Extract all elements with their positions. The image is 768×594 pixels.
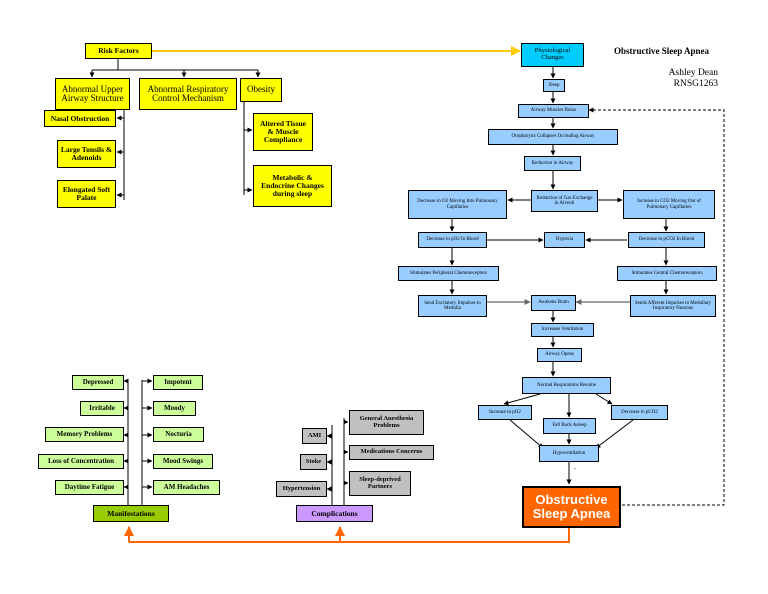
nasal-obstruction-node: Nasal Obstruction [44,110,116,127]
manifest-moody: Moody [153,401,196,416]
complications-node: Complications [296,505,373,522]
awakens-brain-node: Awakens Brain [531,295,576,311]
hypoventilation-node: Hypoventilation [539,445,599,462]
airway-opens-node: Airway Opens [537,348,582,362]
increases-ventilation-node: Increases Ventilation [531,323,594,337]
outcome-arrows [124,526,570,543]
manifest-concentration: Loss of Concentration [38,454,124,469]
manifest-nocturia: Nocturia [153,427,204,442]
metabolic-changes-node: Metabolic & Endocrine Changes during sle… [253,165,332,207]
physiological-changes-node: Physiological Changes [521,43,584,67]
decrease-po2-blood-node: Decrease in pO2 In Blood [418,232,487,248]
increase-co2-moving-node: Increase in CO2 Moving Out of Pulmonary … [623,190,715,219]
risk-connectors [89,59,261,200]
manifest-connectors [123,378,153,505]
manifest-irritable: Irritable [80,401,124,416]
manifest-mood-swings: Mood Swings [153,454,213,469]
comp-connectors [326,418,349,505]
diagram-title: Obstructive Sleep Apnea [614,46,710,56]
feedback-loop-dashed [588,107,725,506]
comp-partners: Sleep-deprived Partners [349,471,411,496]
abnormal-respiratory-node: Abnormal Respiratory Control Mechanism [139,78,237,110]
decrease-pco2-blood-node: Decrease in pCO2 In Blood [628,232,705,248]
decrease-o2-moving-node: Decrease in O2 Moving Into Pulmonary Cap… [408,190,507,219]
reduction-gas-exchange-node: Reduction of Gas Exchange in Alveoli [531,190,598,212]
manifest-depressed: Depressed [72,375,124,390]
elongated-palate-node: Elongated Soft Palate [57,180,116,208]
manifest-headaches: AM Headaches [153,480,220,495]
comp-stoke: Stoke [300,454,327,470]
abnormal-airway-node: Abnormal Upper Airway Structure [55,78,130,110]
comp-hypertension: Hypertension [276,481,327,497]
airway-relax-node: Airway Muscles Relax [518,104,589,118]
manifest-impotent: Impotent [153,375,203,390]
increase-po2-node: Increase in pO2 [478,405,532,420]
physio-connectors [449,67,669,485]
comp-ami: AMI [302,428,327,444]
author-name: Ashley Dean [668,68,718,78]
normal-respirations-node: Normal Respirations Resume [522,377,611,394]
comp-medications: Medications Concerns [349,445,434,460]
decrease-pco2-node: Decrease in pCO2 [611,405,668,420]
author-block: Ashley Dean RNSG1263 [650,68,718,90]
central-chemoreceptors-node: Stimulates Central Chemoreceptors [617,266,717,281]
large-tonsils-node: Large Tonsils & Adenoids [57,140,116,168]
stray-dot: . [574,462,576,471]
course-code: RNSG1263 [673,78,718,89]
manifestations-node: Manifestations [93,505,169,522]
afferent-impulses-node: Sends Afferent Impulses to Medullary Ins… [630,295,716,317]
oropharynx-collapse-node: Oropharynx Collapses Occluding Airway [488,129,618,145]
sleep-node: Sleep [543,79,565,92]
risk-factors-node: Risk Factors [85,43,152,59]
altered-tissue-node: Altered Tissue & Muscle Compliance [253,113,313,151]
excitatory-impulses-node: Send Excitatory Impulses to Medulla [418,295,487,317]
peripheral-chemoreceptors-node: Stimulates Peripheral Chemoreceptors [398,266,499,281]
comp-anesthesia: General Anesthesia Problems [349,410,424,435]
fall-back-asleep-node: Fall Back Asleep [543,418,596,434]
hypoxia-node: Hypoxia [544,232,585,248]
obesity-node: Obesity [240,78,282,102]
manifest-memory: Memory Problems [45,427,124,442]
manifest-fatigue: Daytime Fatigue [55,480,124,495]
reduction-airway-node: Reduction in Airway [524,156,581,171]
obstructive-sleep-apnea-node: Obstructive Sleep Apnea [522,486,621,528]
